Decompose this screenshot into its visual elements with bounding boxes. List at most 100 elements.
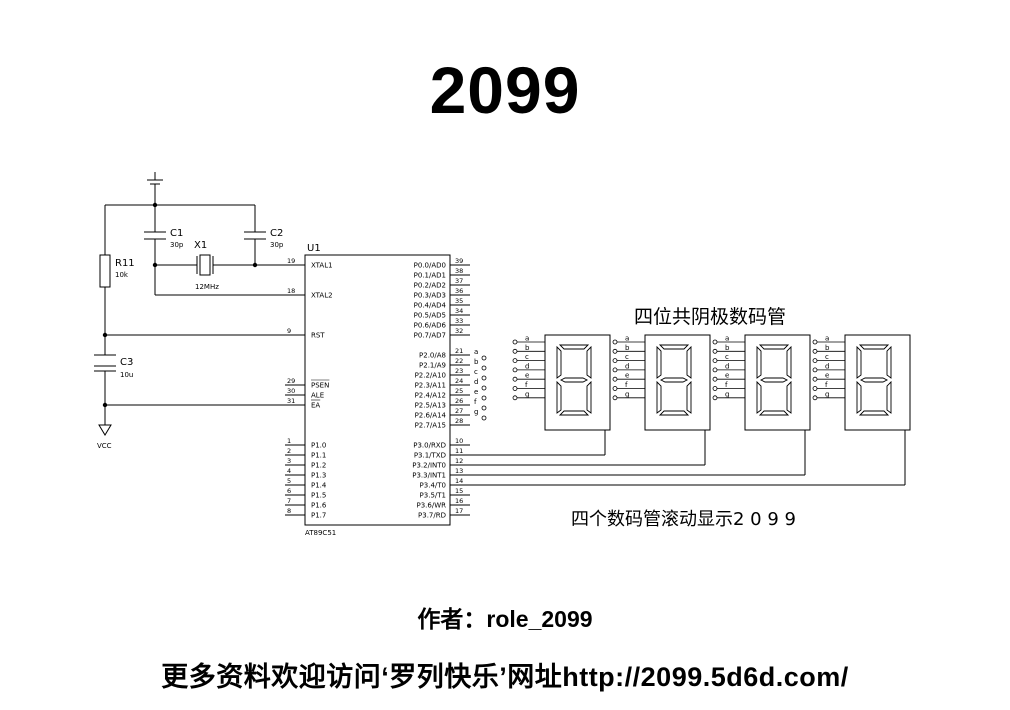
segment-pin-g: g xyxy=(612,390,645,401)
wires xyxy=(94,172,906,486)
pin-name: P3.0/RXD xyxy=(413,442,446,450)
mcu-pin-6: 6P1.5 xyxy=(285,487,326,500)
segment-pin-a: a xyxy=(812,335,845,345)
segment-pin-b: b xyxy=(812,344,845,354)
mcu-pin-8: 8P1.7 xyxy=(285,507,326,520)
segment-label: d xyxy=(725,362,729,370)
segment-pin-a: a xyxy=(512,335,545,345)
pin-number: 30 xyxy=(287,387,295,395)
net-label: g xyxy=(474,408,478,416)
segment-pin-e: e xyxy=(712,372,745,382)
net-label: f xyxy=(474,398,477,406)
segment-pin-b: b xyxy=(712,344,745,354)
pin-number: 3 xyxy=(287,457,291,465)
segment-pin-g: g xyxy=(712,390,745,401)
segment-pin-c: c xyxy=(712,353,745,364)
pin-name: P0.0/AD0 xyxy=(414,262,446,270)
pin-number: 33 xyxy=(455,317,463,325)
pin-name: P3.1/TXD xyxy=(414,452,446,460)
pin-number: 38 xyxy=(455,267,463,275)
pin-name: P2.1/A9 xyxy=(419,362,446,370)
pin-name: P3.3/INT1 xyxy=(412,472,446,480)
segment-label: d xyxy=(525,362,529,370)
net-label: b xyxy=(474,358,479,366)
pin-number: 29 xyxy=(287,377,295,385)
pin-number: 17 xyxy=(455,507,463,515)
footer-link-text: 更多资料欢迎访问‘罗列快乐’网址http://2099.5d6d.com/ xyxy=(161,662,849,692)
pin-number: 2 xyxy=(287,447,291,455)
segment-label: a xyxy=(625,335,629,343)
pin-name: P0.5/AD5 xyxy=(414,312,446,320)
segment-label: b xyxy=(525,344,530,352)
pin-number: 26 xyxy=(455,397,463,405)
pin-name: P1.6 xyxy=(311,502,327,510)
pin-number: 8 xyxy=(287,507,291,515)
segment-label: f xyxy=(825,381,828,389)
segment-pin-d: d xyxy=(612,362,645,373)
segment-label: c xyxy=(525,353,529,361)
pin-name: P0.2/AD2 xyxy=(414,282,446,290)
segment-pin-d: d xyxy=(812,362,845,373)
segment-pin-e: e xyxy=(612,372,645,382)
segment-pin-c: c xyxy=(812,353,845,364)
segment-pin-f: f xyxy=(612,381,645,391)
c2-label: C2 xyxy=(270,228,283,239)
segment-pin-f: f xyxy=(712,381,745,391)
mcu-pin-2: 2P1.1 xyxy=(285,447,326,460)
pin-number: 12 xyxy=(455,457,463,465)
c1-value: 30p xyxy=(170,241,184,249)
pin-name: P2.7/A15 xyxy=(415,422,446,430)
segment-label: f xyxy=(625,381,628,389)
segment-label: g xyxy=(725,390,729,398)
segment-pin-e: e xyxy=(512,372,545,382)
component-labels: C1 30p C2 30p X1 12MHz R11 10k C3 10u VC… xyxy=(97,228,336,537)
pin-name: P0.1/AD1 xyxy=(414,272,446,280)
r11-value: 10k xyxy=(115,271,129,279)
pin-number: 24 xyxy=(455,377,463,385)
pin-name: PSEN xyxy=(311,382,329,390)
pin-name: P1.2 xyxy=(311,462,326,470)
mcu-body xyxy=(304,254,451,526)
pin-name: P0.6/AD6 xyxy=(414,322,447,330)
pin-name: P3.2/INT0 xyxy=(412,462,446,470)
mcu-pins: 19XTAL118XTAL29RST29PSEN30ALE31EA1P1.02P… xyxy=(285,257,487,520)
net-label: c xyxy=(474,368,478,376)
pin-name: P2.5/A13 xyxy=(415,402,446,410)
mcu-pin-5: 5P1.4 xyxy=(285,477,327,490)
pin-name: P1.0 xyxy=(311,442,326,450)
segment-pin-b: b xyxy=(512,344,545,354)
segment-label: c xyxy=(725,353,729,361)
mcu-pin-1: 1P1.0 xyxy=(285,437,326,450)
pin-number: 18 xyxy=(287,287,295,295)
pin-name: P3.4/T0 xyxy=(420,482,446,490)
c1-label: C1 xyxy=(170,228,183,239)
mcu-pin-3: 3P1.2 xyxy=(285,457,326,470)
segment-label: g xyxy=(625,390,629,398)
vcc-label: VCC xyxy=(97,442,112,450)
mcu-pin-4: 4P1.3 xyxy=(285,467,326,480)
pin-number: 35 xyxy=(455,297,463,305)
x1-value: 12MHz xyxy=(195,283,219,291)
segment-label: b xyxy=(825,344,830,352)
